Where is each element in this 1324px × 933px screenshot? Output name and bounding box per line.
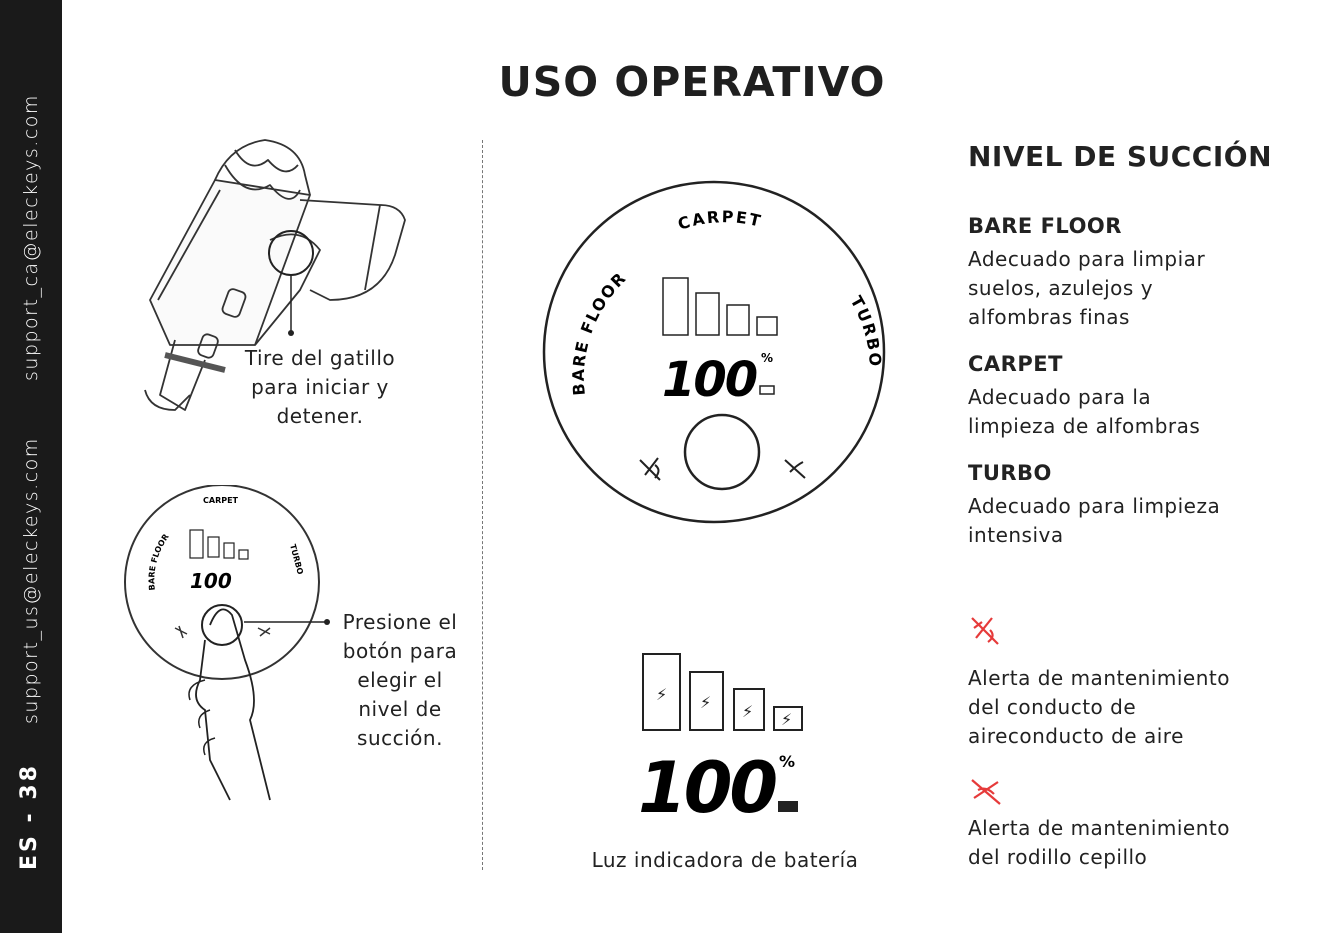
sidebar: ES - 38 support_us@eleckeys.com support_… — [0, 0, 62, 933]
page-title: USO OPERATIVO — [498, 58, 886, 106]
small-dial-carpet-label: CARPET — [203, 496, 239, 505]
desc-line: Alerta de mantenimiento — [968, 816, 1230, 840]
support-us-email: support_us@eleckeys.com — [20, 437, 42, 724]
air-duct-alert-desc: Alerta de mantenimiento del conducto de … — [968, 664, 1298, 751]
page-label: ES - 38 — [17, 763, 42, 870]
support-ca-email: support_ca@eleckeys.com — [20, 94, 42, 381]
mode-bare-floor-desc: Adecuado para limpiar suelos, azulejos y… — [968, 245, 1298, 332]
battery-indicator: ⚡ ⚡ ⚡ ⚡ 100 % — [638, 653, 803, 825]
large-dial: BARE FLOOR CARPET TURBO 100 % — [542, 180, 886, 524]
small-dial-illustration: BARE FLOOR CARPET TURBO 100 — [124, 485, 330, 801]
mode-bare-floor-title: BARE FLOOR — [968, 214, 1122, 238]
svg-text:⚡: ⚡ — [742, 702, 753, 721]
small-dial-digits: 100 — [190, 569, 232, 593]
mode-carpet-title: CARPET — [968, 352, 1063, 376]
air-duct-alert-icon — [971, 617, 999, 645]
dial-percent: % — [761, 351, 773, 365]
suction-heading: NIVEL DE SUCCIÓN — [968, 140, 1273, 173]
desc-line: Alerta de mantenimiento — [968, 666, 1230, 690]
button-caption-line: botón para — [342, 639, 458, 663]
mode-carpet-desc: Adecuado para la limpieza de alfombras — [968, 383, 1298, 441]
desc-line: Adecuado para limpiar — [968, 247, 1206, 271]
battery-digits: 100 — [638, 747, 776, 825]
dial-mode-button — [683, 413, 761, 491]
roller-brush-alert-desc: Alerta de mantenimiento del rodillo cepi… — [968, 814, 1298, 872]
button-caption: Presione el botón para elegir el nivel d… — [330, 608, 470, 753]
battery-caption: Luz indicadora de batería — [591, 848, 859, 872]
dashed-divider — [482, 140, 483, 870]
mode-turbo-title: TURBO — [968, 461, 1052, 485]
battery-percent: % — [779, 752, 795, 771]
button-caption-line: Presione el — [342, 610, 458, 634]
desc-line: del rodillo cepillo — [968, 845, 1148, 869]
desc-line: Adecuado para la — [968, 385, 1152, 409]
svg-text:⚡: ⚡ — [781, 710, 792, 729]
svg-text:⚡: ⚡ — [656, 685, 667, 704]
svg-text:⚡: ⚡ — [700, 693, 711, 712]
button-caption-line: succión. — [357, 726, 443, 750]
trigger-caption-line: para iniciar y — [251, 375, 389, 399]
vacuum-trigger-illustration — [144, 139, 406, 411]
trigger-caption: Tire del gatillo para iniciar y detener. — [220, 344, 420, 431]
trigger-caption-line: Tire del gatillo — [244, 346, 396, 370]
dial-digits: 100 — [662, 352, 757, 408]
desc-line: limpieza de alfombras — [968, 414, 1201, 438]
mode-turbo-desc: Adecuado para limpieza intensiva — [968, 492, 1298, 550]
desc-line: aireconducto de aire — [968, 724, 1184, 748]
trigger-caption-line: detener. — [276, 404, 364, 428]
desc-line: del conducto de — [968, 695, 1137, 719]
button-caption-line: elegir el — [357, 668, 443, 692]
desc-line: intensiva — [968, 523, 1064, 547]
desc-line: alfombras finas — [968, 305, 1130, 329]
roller-brush-alert-icon — [971, 779, 1001, 805]
desc-line: Adecuado para limpieza — [968, 494, 1221, 518]
button-caption-line: nivel de — [358, 697, 442, 721]
desc-line: suelos, azulejos y — [968, 276, 1154, 300]
